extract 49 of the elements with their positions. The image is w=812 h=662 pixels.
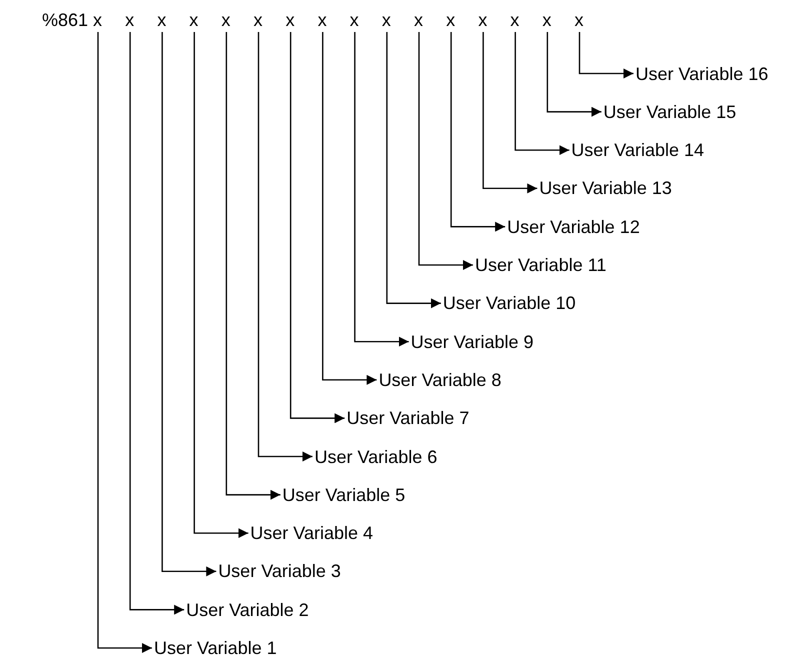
bit-marker: x <box>350 10 359 30</box>
arrow <box>354 32 409 347</box>
field-label: User Variable 14 <box>571 140 704 160</box>
bit-marker: x <box>382 10 391 30</box>
field-label: User Variable 12 <box>507 216 640 237</box>
field-label: User Variable 16 <box>636 64 768 84</box>
field-label: User Variable 4 <box>250 523 374 544</box>
field-label: User Variable 7 <box>346 408 470 428</box>
arrow <box>482 32 538 194</box>
field-label: User Variable 2 <box>186 600 309 620</box>
arrow <box>546 32 602 117</box>
arrow <box>578 32 634 78</box>
arrow <box>194 32 248 538</box>
bit-marker: x <box>189 10 198 30</box>
bit-marker: x <box>542 10 552 30</box>
bit-marker: x <box>574 10 584 30</box>
field-label: User Variable 13 <box>539 178 672 198</box>
bit-marker: x <box>446 10 456 30</box>
bit-marker: x <box>254 10 262 30</box>
arrow <box>514 32 570 156</box>
arrow <box>226 32 280 500</box>
bit-marker: x <box>93 10 102 30</box>
arrow <box>450 32 506 232</box>
bit-marker: x <box>125 10 134 30</box>
arrow <box>97 32 152 653</box>
field-label: User Variable 9 <box>410 332 534 352</box>
field-label: User Variable 10 <box>442 293 576 314</box>
field-label: User Variable 3 <box>218 561 341 582</box>
bit-marker: x <box>286 10 295 30</box>
field-label: User Variable 6 <box>314 446 438 466</box>
arrow <box>129 32 184 615</box>
arrow <box>162 32 216 576</box>
field-label: User Variable 11 <box>475 255 606 275</box>
bit-marker: x <box>318 10 327 30</box>
arrow <box>290 32 345 424</box>
bit-marker: x <box>221 10 230 30</box>
bit-marker: x <box>510 10 520 30</box>
field-label: User Variable 1 <box>154 638 277 658</box>
field-label: User Variable 5 <box>282 484 406 505</box>
arrow <box>418 32 473 270</box>
arrow <box>258 32 312 462</box>
field-label: User Variable 8 <box>378 370 502 390</box>
register-label: %861 <box>42 10 88 30</box>
arrow <box>322 32 377 385</box>
arrow <box>386 32 441 308</box>
bit-marker: x <box>478 10 488 30</box>
field-label: User Variable 15 <box>603 102 736 122</box>
bit-marker: x <box>157 10 166 30</box>
bit-marker: x <box>414 10 423 30</box>
